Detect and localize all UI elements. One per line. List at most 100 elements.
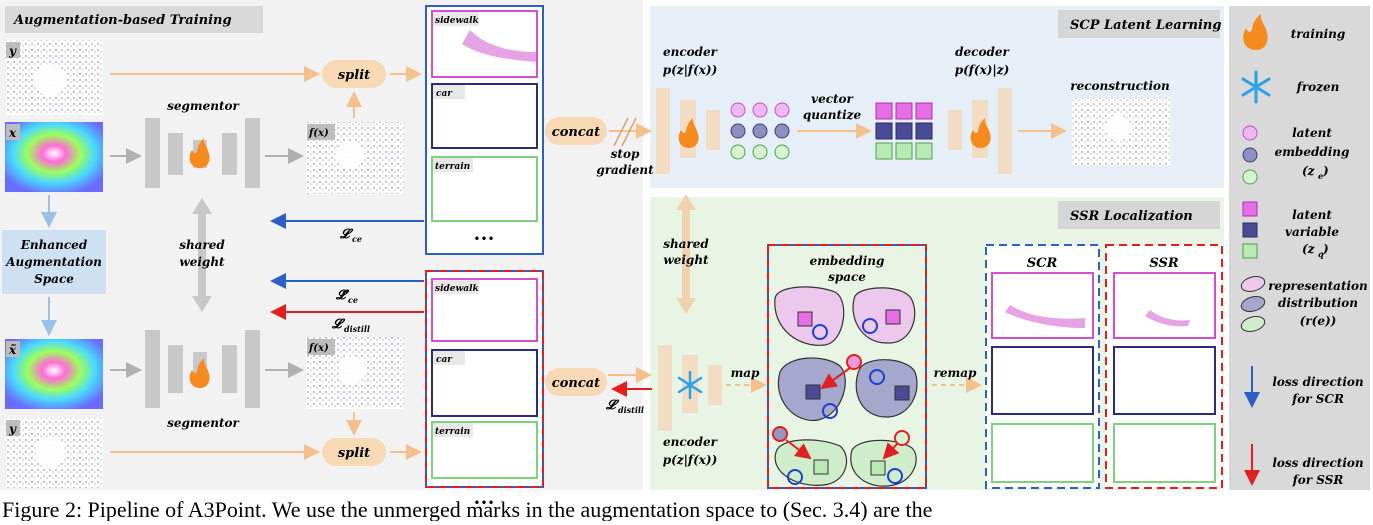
scp-panel: SCP Latent Learning <box>650 6 1224 188</box>
segmentor-bottom-label: segmentor <box>167 416 240 430</box>
mask-bottom-sidewalk: sidewalk <box>435 284 479 294</box>
split-top-node: split <box>322 60 386 88</box>
loss-ce-tilde-sub: ce <box>348 295 358 305</box>
concat-bottom-node: concat <box>545 368 607 396</box>
scp-decoder-formula: p(f(x)|z) <box>955 63 1010 77</box>
fire-icon <box>970 118 991 148</box>
shared-weight-right-2: weight <box>663 253 709 267</box>
input-x-tilde: x̃ <box>5 339 103 409</box>
segmentor-top: segmentor <box>145 99 260 188</box>
label-y-top: y <box>8 44 17 58</box>
legend-scr-1: loss direction <box>1272 375 1363 389</box>
ssr-output-title: SSR <box>1149 256 1178 271</box>
legend-repr-2: distribution <box>1278 296 1358 310</box>
mask-bottom-terrain: terrain <box>435 427 470 437</box>
legend-le-1: latent <box>1292 126 1332 140</box>
scp-panel-title: SCP Latent Learning <box>1070 18 1221 33</box>
scr-title: SCR <box>1027 256 1058 271</box>
legend-repr-1: representation <box>1268 279 1368 293</box>
map-label: map <box>731 366 760 380</box>
prediction-bottom: f(x) <box>306 337 404 409</box>
snowflake-icon <box>677 370 703 400</box>
reconstruction-label: reconstruction <box>1070 79 1169 93</box>
more-top: ••• <box>473 232 494 246</box>
input-y-top: y <box>5 40 103 115</box>
fire-icon <box>189 358 210 388</box>
legend-le-2: embedding <box>1275 145 1350 159</box>
legend-le-close: ) <box>1322 164 1329 178</box>
scp-encoder-label: encoder <box>663 45 719 59</box>
embedding-2: space <box>828 270 866 284</box>
segmentor-bottom: segmentor <box>145 330 260 430</box>
legend-frozen: frozen <box>1296 80 1340 94</box>
embedding-space: embedding space <box>767 244 927 489</box>
reconstruction: reconstruction <box>1070 79 1170 166</box>
fx-bottom-label: f(x) <box>308 343 329 354</box>
enhanced-augmentation-box: Enhanced Augmentation Space <box>2 195 106 336</box>
fx-top-label: f(x) <box>308 128 329 139</box>
concat-top-label: concat <box>552 125 600 140</box>
ssr-panel-title: SSR Localization <box>1070 209 1193 224</box>
legend-le-3: (z <box>1302 164 1316 178</box>
label-x-tilde: x̃ <box>8 343 17 357</box>
latent-embedding-grid <box>730 102 790 160</box>
ssr-output: SSR <box>1105 244 1223 489</box>
aug-panel-title: Augmentation-based Training <box>12 13 232 28</box>
fire-icon <box>189 138 210 168</box>
split-bottom-label: split <box>338 446 370 461</box>
mask-top-sidewalk: sidewalk <box>435 16 479 26</box>
scr-output: SCR <box>985 244 1100 489</box>
concat-top-node: concat <box>545 117 607 145</box>
prediction-top: f(x) <box>306 122 404 194</box>
legend-scr-2: for SCR <box>1291 392 1344 406</box>
ssr-encoder-label: encoder <box>663 435 719 449</box>
legend-lv-1: latent <box>1292 208 1332 222</box>
legend-ssr-2: for SSR <box>1292 473 1344 487</box>
legend-lv-sub: q <box>1318 249 1324 259</box>
class-masks-top: sidewalk car terrain ••• <box>425 5 544 255</box>
legend-lv-close: ) <box>1322 242 1329 256</box>
shared-weight-right: shared weight <box>663 194 709 314</box>
scp-encoder: encoder p(z|f(x)) <box>656 45 720 174</box>
legend: training frozen latent embedding (z e ) … <box>1240 14 1368 487</box>
legend-le-sub: e <box>1318 171 1323 181</box>
enhanced-line-2: Augmentation <box>5 255 102 269</box>
stop-gradient-1: stop <box>611 147 640 161</box>
input-x-top: x <box>5 122 103 192</box>
class-masks-bottom: sidewalk car terrain ••• <box>425 270 544 510</box>
more-bottom: ••• <box>473 496 494 510</box>
mask-top-car: car <box>436 89 453 99</box>
shared-weight-left-1: shared <box>179 238 225 252</box>
legend-ssr-1: loss direction <box>1272 456 1363 470</box>
ssr-encoder: encoder p(z|f(x)) <box>658 345 722 467</box>
latent-variable-grid <box>875 102 933 160</box>
loss-ce-sub: ce <box>352 234 362 244</box>
embedding-1: embedding <box>810 254 885 268</box>
enhanced-line-1: Enhanced <box>20 238 88 252</box>
fire-icon <box>678 118 699 148</box>
vq-2: quantize <box>803 108 862 122</box>
legend-lv-2: variable <box>1285 225 1339 239</box>
loss-distill-sub: distill <box>344 324 370 334</box>
remap-label: remap <box>934 366 977 380</box>
fire-icon <box>1243 14 1268 50</box>
concat-bottom-label: concat <box>552 376 600 391</box>
loss-distill-right-sub: distill <box>618 405 644 415</box>
shared-weight-left: shared weight <box>179 198 225 312</box>
figure-caption: Figure 2: Pipeline of A3Point. We use th… <box>2 497 932 521</box>
snowflake-icon <box>1241 70 1271 104</box>
scp-encoder-formula: p(z|f(x)) <box>663 63 718 77</box>
label-x-top: x <box>8 126 17 140</box>
scp-decoder-label: decoder <box>955 45 1010 59</box>
label-y-bottom: y <box>8 422 17 436</box>
stop-gradient-2: gradient <box>596 163 654 177</box>
ssr-encoder-formula: p(z|f(x)) <box>663 453 718 467</box>
split-bottom-node: split <box>322 438 386 466</box>
split-top-label: split <box>338 68 370 83</box>
mask-bottom-car: car <box>436 355 453 365</box>
mask-top-terrain: terrain <box>435 162 470 172</box>
legend-lv-3: (z <box>1302 242 1316 256</box>
legend-repr-3: (r(e)) <box>1300 314 1337 328</box>
shared-weight-left-2: weight <box>179 255 225 269</box>
